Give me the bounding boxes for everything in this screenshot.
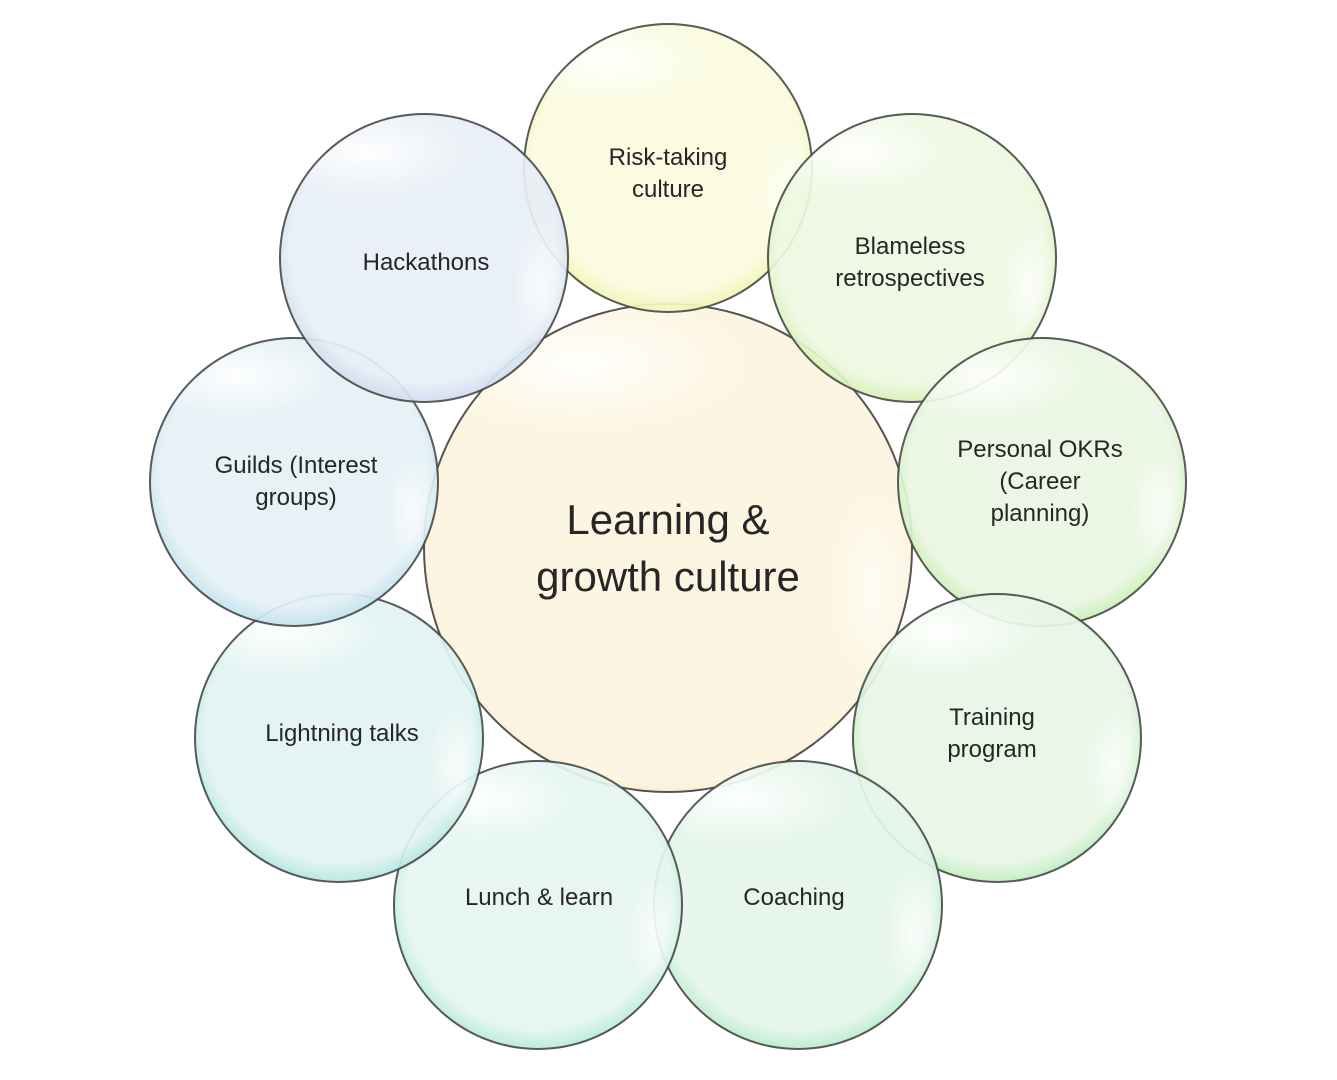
- label-hackathons: Hackathons: [362, 249, 490, 277]
- bubble-risk-taking-culture: [523, 23, 813, 313]
- center-bubble: [423, 303, 913, 793]
- label-guilds-interest-groups: Guilds (Interest groups): [214, 452, 378, 511]
- label-coaching: Coaching: [743, 884, 845, 912]
- bubble-hackathons: [279, 113, 569, 403]
- bubble-coaching: [653, 760, 943, 1050]
- label-lightning-talks: Lightning talks: [265, 720, 419, 748]
- label-risk-taking-culture: Risk-taking culture: [608, 144, 728, 203]
- bubble-personal-okrs: [897, 337, 1187, 627]
- center-bubble-label: Learning & growth culture: [536, 495, 800, 600]
- label-personal-okrs: Personal OKRs (Career planning): [957, 436, 1123, 527]
- label-blameless-retrospectives: Blameless retrospectives: [835, 233, 985, 292]
- label-lunch-and-learn: Lunch & learn: [464, 884, 614, 912]
- label-training-program: Training program: [947, 704, 1037, 763]
